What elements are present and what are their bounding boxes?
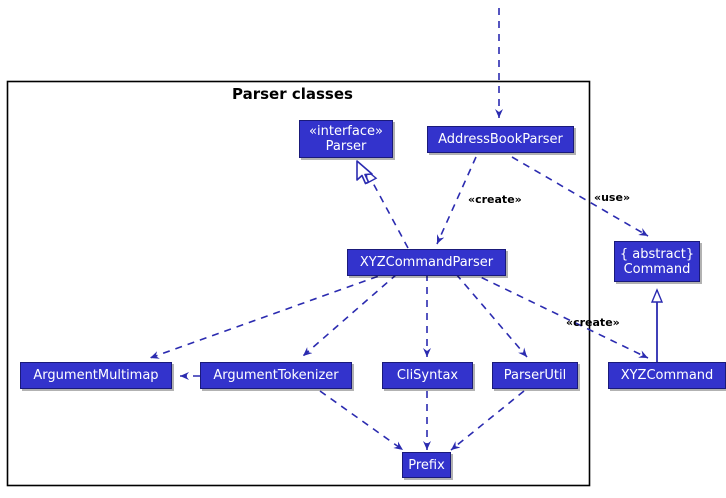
parser-stereotype: «interface» [309,124,383,139]
class-box-parser[interactable]: «interface» Parser [299,120,393,158]
class-box-prefix[interactable]: Prefix [402,452,451,478]
class-box-argumenttokenizer[interactable]: ArgumentTokenizer [200,362,352,389]
edge-parserutil-to-prefix [450,390,525,451]
class-box-xyzcommandparser[interactable]: XYZCommandParser [347,249,506,276]
command-stereotype: { abstract} [619,246,695,262]
parser-name: Parser [325,139,367,154]
edge-xyzcommandparser-to-argumentmultimap [149,271,391,359]
xyzcommand-name: XYZCommand [620,368,714,383]
addressbookparser-name: AddressBookParser [438,132,563,147]
package-frame [6,80,591,487]
argumenttokenizer-name: ArgumentTokenizer [213,368,339,383]
mouse-pointer-icon [356,160,373,185]
edge-label-create-xyzcommand: «create» [566,316,620,329]
package-title: Parser classes [232,85,353,103]
prefix-name: Prefix [408,457,445,473]
edge-addressbookparser-create-xyzcommandparser [436,156,477,245]
class-box-xyzcommand[interactable]: XYZCommand [608,362,726,389]
edge-label-create-xyzcommandparser: «create» [468,193,522,206]
edge-addressbookparser-use-command [511,156,649,237]
class-box-argumentmultimap[interactable]: ArgumentMultimap [20,362,172,389]
edge-xyzcommandparser-to-parserutil [455,273,528,358]
command-name: Command [623,261,691,277]
class-box-command[interactable]: { abstract} Command [614,241,700,282]
edge-xyzcommandparser-realizes-parser [366,170,409,249]
class-box-addressbookparser[interactable]: AddressBookParser [427,126,574,153]
class-box-clisyntax[interactable]: CliSyntax [382,362,473,389]
clisyntax-name: CliSyntax [396,368,459,383]
edge-label-use-command: «use» [594,191,631,204]
class-box-parserutil[interactable]: ParserUtil [492,362,578,389]
edge-argumenttokenizer-to-prefix [319,390,404,451]
xyzcommandparser-name: XYZCommandParser [359,255,494,270]
edge-xyzcommandparser-create-xyzcommand [469,271,649,359]
argumentmultimap-name: ArgumentMultimap [33,368,159,383]
parserutil-name: ParserUtil [503,368,567,383]
